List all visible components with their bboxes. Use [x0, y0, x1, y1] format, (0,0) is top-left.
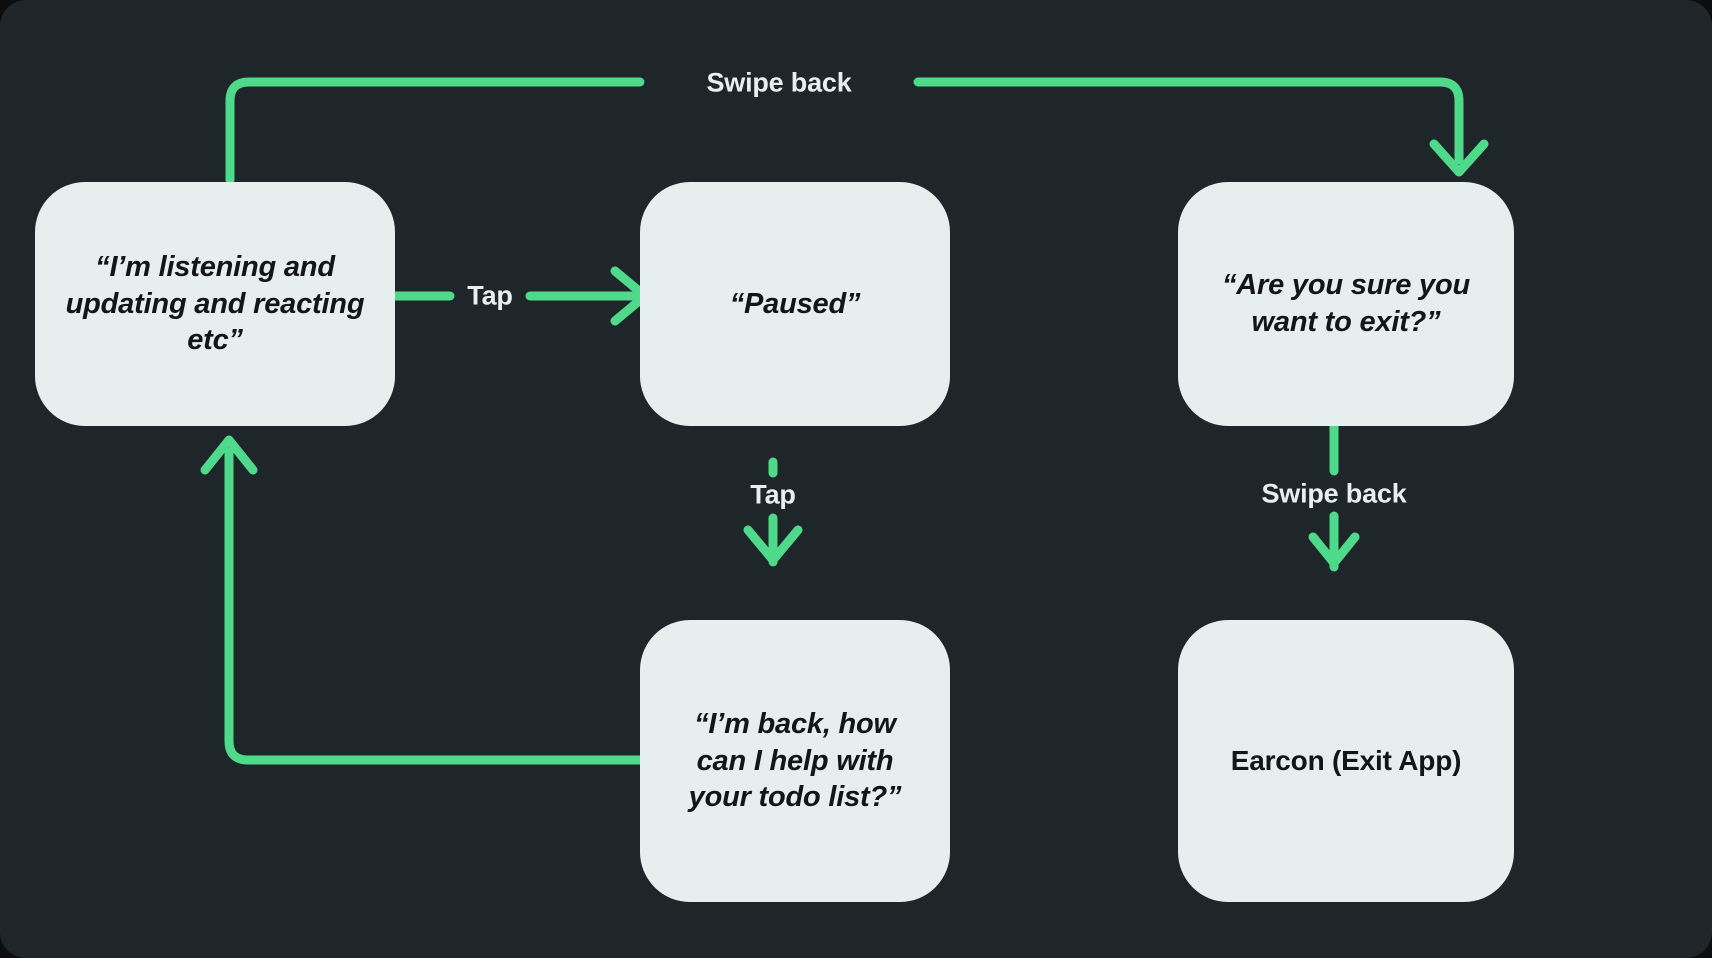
edge-label-tap-horizontal: Tap	[467, 280, 513, 311]
edge-swipe-back-top-right-segment	[913, 77, 1464, 165]
edge-swipe-back-bottom-arrowhead	[1308, 532, 1360, 568]
edge-loop-back-arrowhead	[200, 435, 258, 475]
edge-swipe-back-top-arrowhead	[1429, 139, 1489, 177]
edge-label-swipe-back-bottom: Swipe back	[1261, 478, 1407, 509]
node-confirm-exit-label: “Are you sure you want to exit?”	[1222, 269, 1470, 338]
node-earcon[interactable]: Earcon (Exit App)	[1178, 620, 1514, 902]
node-im-back-label: “I’m back, how can I help with your todo…	[688, 707, 902, 814]
edge-label-swipe-back-top: Swipe back	[706, 67, 852, 98]
edge-loop-back-line	[224, 447, 645, 765]
node-im-back[interactable]: “I’m back, how can I help with your todo…	[640, 620, 950, 902]
edge-swipe-back-top-left-segment	[225, 77, 645, 185]
node-earcon-label: Earcon (Exit App)	[1230, 745, 1462, 777]
node-paused-label: “Paused”	[729, 287, 861, 320]
edge-tap-vertical-arrowhead	[743, 525, 803, 565]
node-confirm-exit[interactable]: “Are you sure you want to exit?”	[1178, 182, 1514, 426]
node-paused[interactable]: “Paused”	[640, 182, 950, 426]
edge-label-tap-vertical: Tap	[750, 479, 796, 510]
node-listening-label: “I’m listening and updating and reacting…	[65, 250, 365, 357]
node-listening[interactable]: “I’m listening and updating and reacting…	[35, 182, 395, 426]
